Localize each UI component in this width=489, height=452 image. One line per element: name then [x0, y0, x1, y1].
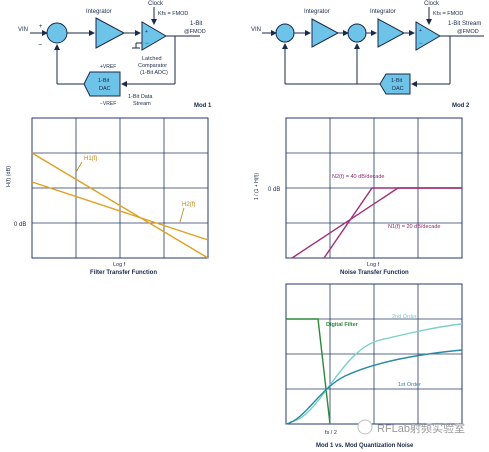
mod1-summing-junction: [46, 22, 68, 44]
svg-text:+: +: [145, 29, 148, 35]
filter-plot: H(f) (dB) 0 dB H1(f) H2(f) Log f Filter …: [6, 117, 209, 276]
n2-curve: [323, 187, 462, 259]
n1-label: N1(f) = 20 dB/decade: [388, 224, 440, 230]
mod2-integrator-2: [377, 18, 406, 48]
mod2-name: Mod 2: [452, 103, 470, 109]
mod1-comparator-line1: Latched: [142, 56, 162, 62]
mod1-diagram: VIN + − Integrator + − Clock Kfs = FMOD …: [18, 1, 212, 109]
mod1-plus-sign: +: [39, 24, 43, 30]
mod2-integrator1-label: Integrator: [304, 9, 330, 15]
mod1-output-rate: @FMOD: [184, 29, 206, 35]
mod1-minus-sign: −: [38, 42, 42, 49]
h1-curve: [31, 152, 209, 259]
mod1-comparator-line2: Comparator: [138, 63, 167, 69]
h1-label: H1(f): [84, 156, 97, 162]
noise-ylabel: 1 / (1 + H(f)): [254, 173, 260, 200]
filter-title: Filter Transfer Function: [90, 270, 157, 276]
noise-title: Noise Transfer Function: [340, 270, 409, 276]
mod1-output-label: 1-Bit: [190, 21, 203, 27]
second-order-label: 2nd Order: [392, 314, 417, 320]
noise-zero-db: 0 dB: [268, 187, 280, 193]
mod1-stream-line1: 1-Bit Data: [128, 94, 153, 100]
mod1-integrator: [95, 17, 126, 49]
mod1-name: Mod 1: [194, 103, 212, 109]
mod2-output-label: 1-Bit Stream: [448, 21, 481, 27]
first-order-label: 1st Order: [398, 382, 421, 388]
h2-label: H2(f): [182, 202, 195, 208]
filter-zero-db: 0 dB: [14, 222, 26, 228]
mod1-integrator-label: Integrator: [86, 9, 112, 15]
mod2-vin-label: VIN: [251, 27, 261, 33]
digital-filter-label: Digital Filter: [326, 322, 359, 328]
mod1-dac: [83, 71, 121, 97]
mod1-kfs-label: Kfs = FMOD: [158, 11, 188, 17]
h2-curve: [31, 181, 209, 241]
n2-label: N2(f) = 40 dB/decade: [332, 174, 384, 180]
mod2-output-rate: @FMOD: [457, 29, 479, 35]
mod2-integrator2-label: Integrator: [370, 9, 396, 15]
mod2-clock-label: Clock: [424, 1, 440, 7]
quant-title: Mod 1 vs. Mod Quantization Noise: [316, 443, 414, 449]
first-order-curve: [285, 349, 463, 425]
mod2-dac: [379, 73, 411, 95]
mod1-dac-line1: 1-Bit: [98, 78, 110, 84]
mod2-dac-line1: 1-Bit: [391, 78, 403, 84]
filter-xlabel: Log f: [113, 262, 126, 268]
svg-text:−: −: [145, 41, 149, 47]
mod1-vref-neg: −VREF: [100, 101, 116, 107]
svg-text:+: +: [419, 28, 422, 34]
mod1-comparator-line3: (1-Bit ADC): [140, 70, 168, 76]
second-order-curve: [289, 323, 463, 423]
quant-plot: Digital Filter 2nd Order 1st Order fs / …: [285, 283, 463, 449]
filter-ylabel: H(f) (dB): [6, 166, 12, 187]
mod2-kfs-label: Kfs = FMOD: [433, 11, 463, 17]
noise-plot: 1 / (1 + H(f)) 0 dB N2(f) = 40 dB/decade…: [254, 117, 463, 276]
noise-xlabel: Log f: [367, 262, 380, 268]
mod1-dac-line2: DAC: [99, 86, 111, 92]
mod2-summing-junction-1: [275, 23, 295, 43]
svg-text:−: −: [419, 41, 423, 47]
mod1-clock-label: Clock: [148, 1, 164, 7]
watermark: RFLab射频实验室: [357, 419, 465, 435]
mod1-vin-label: VIN: [18, 27, 28, 33]
mod2-dac-line2: DAC: [392, 86, 404, 92]
mod2-comparator: [415, 21, 441, 51]
mod1-vref-pos: +VREF: [100, 64, 116, 70]
mod2-integrator-1: [311, 18, 340, 48]
mod2-summing-junction-2: [347, 23, 367, 43]
mod1-comparator: [141, 21, 167, 51]
watermark-text: RFLab射频实验室: [377, 421, 465, 435]
fs2-label: fs / 2: [325, 430, 337, 436]
mod1-stream-line2: Stream: [133, 101, 151, 107]
watermark-logo-icon: [357, 419, 373, 435]
mod2-diagram: VIN Integrator Integrator + − Clock Kfs …: [251, 1, 484, 109]
